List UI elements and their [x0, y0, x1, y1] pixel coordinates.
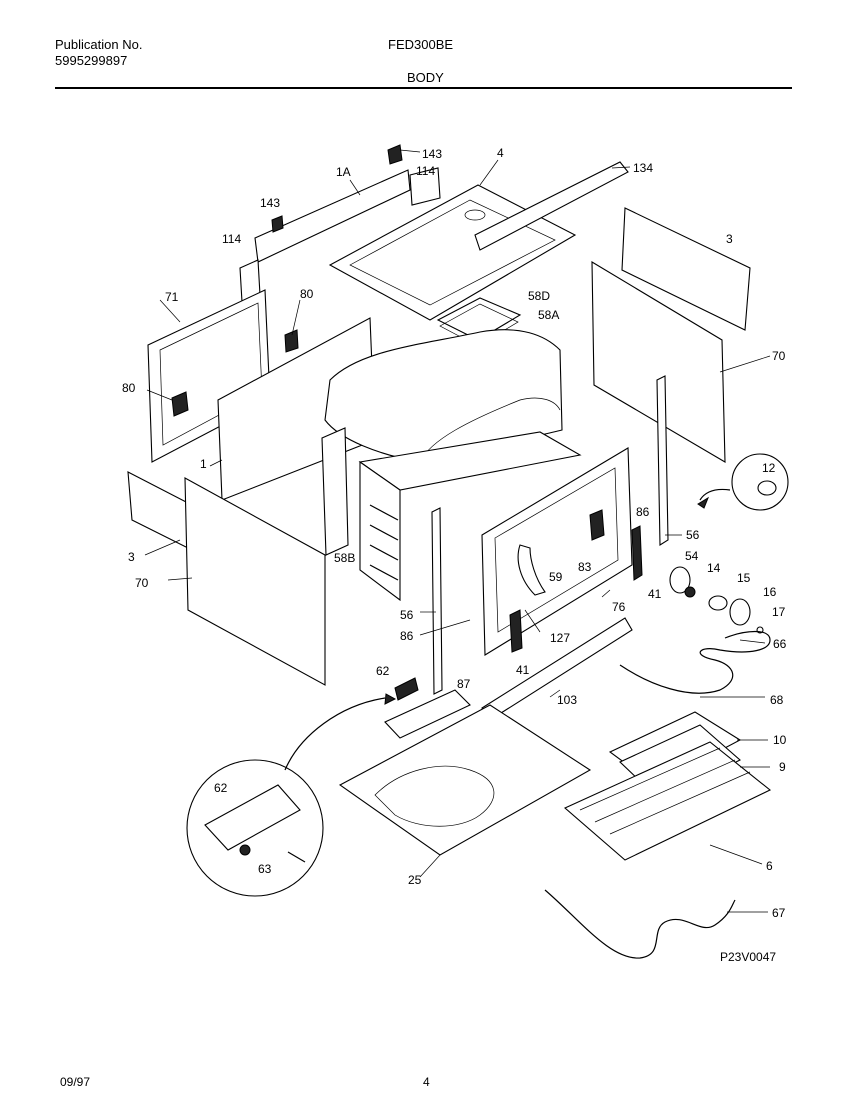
- insulation-part: [324, 297, 563, 463]
- callout-143a: 143: [422, 147, 442, 161]
- callout-6: 6: [766, 859, 773, 873]
- callout-15: 15: [737, 571, 751, 585]
- callout-17: 17: [772, 605, 786, 619]
- left-lower-panels-part: [127, 471, 326, 686]
- model-number: FED300BE: [388, 37, 454, 52]
- section-title: BODY: [407, 70, 444, 85]
- callout-1: 1: [200, 457, 207, 471]
- callout-62b: 62: [214, 781, 228, 795]
- callout-83: 83: [578, 560, 592, 574]
- callout-41a: 41: [648, 587, 662, 601]
- callout-80b: 80: [122, 381, 136, 395]
- callout-114b: 114: [222, 232, 241, 246]
- callout-58d: 58D: [528, 289, 550, 303]
- callout-3b: 3: [128, 550, 135, 564]
- detail-inset-part: [186, 677, 471, 897]
- callout-71: 71: [165, 290, 179, 304]
- callout-56b: 56: [400, 608, 414, 622]
- callout-16: 16: [763, 585, 777, 599]
- callout-58a: 58A: [538, 308, 559, 322]
- callout-143b: 143: [260, 196, 280, 210]
- light-assembly-part: [669, 566, 764, 634]
- callout-66: 66: [773, 637, 787, 651]
- socket-detail-part: [697, 453, 789, 511]
- callout-59: 59: [549, 570, 563, 584]
- callout-63: 63: [258, 862, 272, 876]
- callout-134: 134: [633, 161, 653, 175]
- callout-3a: 3: [726, 232, 733, 246]
- broiler-pan-part: [563, 711, 772, 861]
- callout-67: 67: [772, 906, 786, 920]
- header-rule: [55, 87, 792, 89]
- callout-25: 25: [408, 873, 422, 887]
- callout-127: 127: [550, 631, 570, 645]
- callout-68: 68: [770, 693, 784, 707]
- callout-56a: 56: [686, 528, 700, 542]
- callout-103: 103: [557, 693, 577, 707]
- callout-86a: 86: [636, 505, 650, 519]
- back-panel-part: [239, 144, 441, 303]
- rear-trim-part: [474, 161, 629, 251]
- right-side-panels-part: [591, 207, 751, 463]
- oven-cavity-part: [321, 427, 582, 602]
- drawing-code: P23V0047: [720, 950, 777, 964]
- callout-14: 14: [707, 561, 721, 575]
- callout-9: 9: [779, 760, 786, 774]
- callout-114a: 114: [416, 164, 435, 178]
- callout-10: 10: [773, 733, 787, 747]
- callout-70b: 70: [135, 576, 149, 590]
- callout-87: 87: [457, 677, 471, 691]
- callout-62a: 62: [376, 664, 390, 678]
- callout-70a: 70: [772, 349, 786, 363]
- callout-58b: 58B: [334, 551, 355, 565]
- leader-lines: [144, 149, 771, 913]
- callout-80a: 80: [300, 287, 314, 301]
- bake-element-part: [619, 630, 771, 694]
- trim-strip-part: [431, 375, 669, 695]
- callout-54: 54: [685, 549, 699, 563]
- callout-4: 4: [497, 146, 504, 160]
- front-frame-part: [481, 447, 643, 656]
- publication-label: Publication No.: [55, 37, 143, 52]
- bottom-panel-part: [338, 704, 592, 856]
- broil-element-part: [544, 889, 736, 959]
- footer-page-number: 4: [423, 1075, 430, 1089]
- callout-86b: 86: [400, 629, 414, 643]
- callout-41b: 41: [516, 663, 530, 677]
- callout-76: 76: [612, 600, 626, 614]
- footer-date: 09/97: [60, 1075, 91, 1089]
- publication-number: 5995299897: [55, 53, 128, 68]
- callout-1a: 1A: [336, 165, 351, 179]
- callout-12: 12: [762, 461, 776, 475]
